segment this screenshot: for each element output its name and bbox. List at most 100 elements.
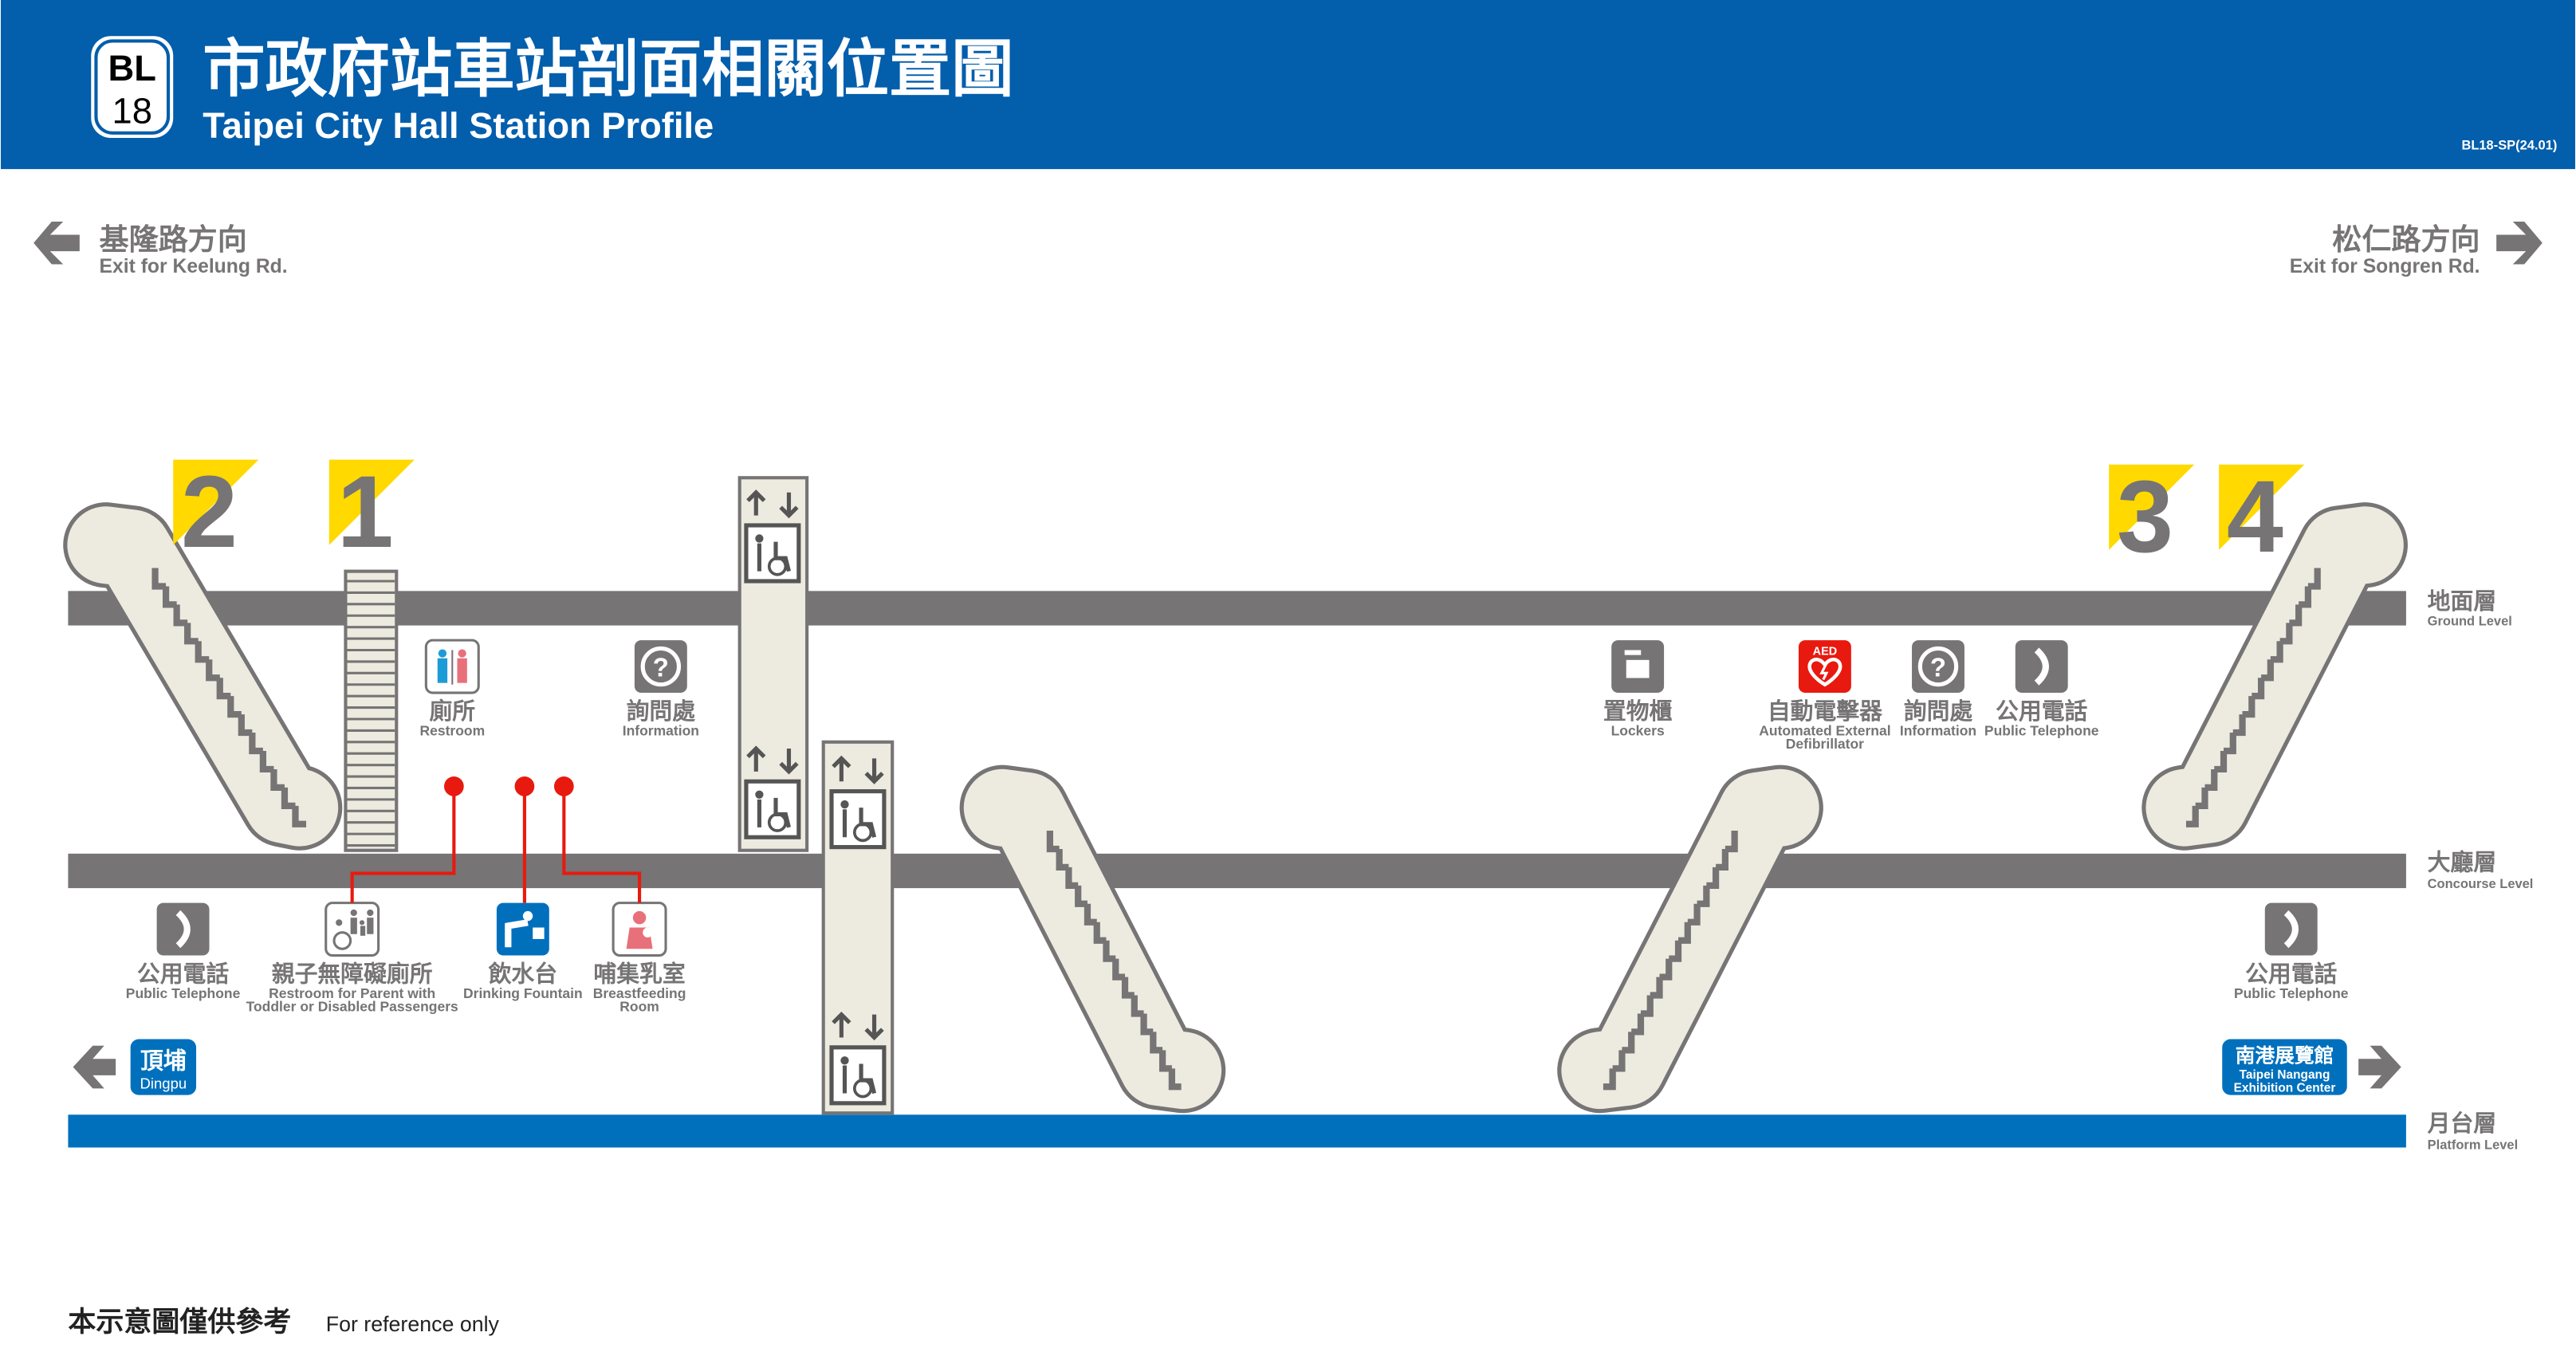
doc-code: BL18-SP(24.01) — [2461, 138, 2557, 152]
line-badge: BL 18 — [91, 36, 174, 138]
elevator-icon — [744, 745, 801, 839]
aed-icon-text: AED — [1813, 646, 1837, 658]
exit-number-1: 1 — [328, 455, 415, 569]
exit-number-2: 2 — [173, 455, 259, 569]
level-ground-zh: 地面層 — [2428, 588, 2497, 615]
information-icon: ? — [1912, 640, 1964, 694]
facility-label-zh: 公用電話 — [1996, 698, 2087, 725]
facility-label-en: Information — [1900, 723, 1976, 739]
facility-label-zh: 詢問處 — [627, 698, 696, 725]
facility-connectors — [350, 776, 642, 903]
escalator — [2141, 502, 2408, 851]
telephone-icon — [2264, 902, 2318, 956]
page-subtitle: Taipei City Hall Station Profile — [203, 105, 714, 146]
nangang-en: Taipei Nangang — [2240, 1068, 2330, 1082]
exit-left-en: Exit for Keelung Rd. — [100, 256, 288, 277]
facility-label-zh: 公用電話 — [2245, 960, 2337, 987]
platform-direction-left: 頂埔 Dingpu — [73, 1039, 197, 1095]
level-concourse-zh: 大廳層 — [2428, 848, 2497, 875]
facility-label-en: Restroom — [419, 723, 485, 739]
level-labels: 地面層 Ground Level 大廳層 Concourse Level 月台層… — [2428, 588, 2534, 1153]
exit-number-4: 4 — [2219, 460, 2305, 574]
platform-level-bar — [68, 1114, 2406, 1148]
dingpu-en: Dingpu — [140, 1075, 187, 1091]
up-down-arrows-icon — [832, 755, 884, 784]
facility-label-zh: 公用電話 — [137, 960, 229, 987]
escalator — [1557, 764, 1823, 1114]
arrow-right-icon — [2358, 1045, 2401, 1089]
disclaimer-zh: 本示意圖僅供參考 — [68, 1307, 291, 1338]
facility-label-en: Automated External — [1759, 723, 1890, 739]
exit-left-zh: 基隆路方向 — [100, 222, 247, 257]
facility-label-en: Information — [623, 723, 699, 739]
facility-label-en: Breastfeeding — [593, 985, 686, 1001]
breastfeeding-icon — [612, 902, 667, 957]
facility-label-zh: 哺集乳室 — [593, 960, 685, 987]
svg-text:?: ? — [653, 652, 669, 682]
level-platform-en: Platform Level — [2428, 1138, 2519, 1153]
exit-direction-left: 基隆路方向 Exit for Keelung Rd. — [33, 222, 288, 277]
facility-label-zh: 廁所 — [429, 698, 475, 725]
up-down-arrows-icon — [746, 489, 799, 519]
facility-label-en: Lockers — [1611, 723, 1665, 739]
arrow-right-icon — [2496, 222, 2543, 265]
level-platform-zh: 月台層 — [2428, 1110, 2497, 1137]
exit-number-label: 2 — [181, 455, 238, 569]
exit-number-label: 4 — [2227, 460, 2283, 574]
facility-label-zh: 飲水台 — [488, 960, 558, 987]
telephone-icon — [156, 902, 210, 956]
facility-label-en2: Toddler or Disabled Passengers — [246, 999, 458, 1015]
level-ground-en: Ground Level — [2428, 615, 2512, 629]
locker-icon — [1611, 640, 1665, 694]
exit-number-3: 3 — [2109, 460, 2195, 574]
facility-label-zh: 親子無障礙廁所 — [272, 960, 433, 987]
station-number: 18 — [112, 90, 152, 131]
escalator — [959, 764, 1226, 1114]
family-restroom-icon — [324, 902, 380, 957]
aed-icon: AED — [1798, 640, 1851, 694]
ground-level-bar — [68, 591, 2406, 626]
connector-dot — [514, 776, 535, 796]
exit-number-label: 3 — [2117, 460, 2173, 574]
telephone-icon — [2015, 640, 2068, 694]
platform-direction-right: 南港展覽館 Taipei Nangang Exhibition Center — [2222, 1039, 2401, 1095]
exit-right-zh: 松仁路方向 — [2332, 222, 2480, 257]
disclaimer-en: For reference only — [326, 1312, 500, 1336]
svg-text:?: ? — [1930, 652, 1946, 682]
up-down-arrows-icon — [746, 745, 799, 775]
page-title: 市政府站車站剖面相關位置圖 — [203, 33, 1013, 105]
facility-label-en: Drinking Fountain — [463, 985, 583, 1001]
header-bar — [0, 0, 2576, 170]
connector-dot — [553, 776, 574, 796]
exit-right-en: Exit for Songren Rd. — [2290, 256, 2480, 277]
elevator-icon — [829, 1012, 887, 1106]
facility-label-en: Public Telephone — [2234, 985, 2349, 1001]
facility-label-en: Public Telephone — [1984, 723, 2099, 739]
exit-number-label: 1 — [337, 455, 394, 569]
exit-direction-right: 松仁路方向 Exit for Songren Rd. — [2290, 222, 2543, 277]
facility-label-zh: 詢問處 — [1904, 698, 1973, 725]
facility-label-en2: Room — [619, 999, 659, 1015]
escalator — [63, 502, 343, 851]
level-concourse-en: Concourse Level — [2428, 877, 2534, 891]
facility-label-zh: 自動電擊器 — [1768, 698, 1883, 725]
elevator-icon — [829, 755, 887, 850]
restroom-icon — [424, 639, 480, 694]
arrow-left-icon — [33, 222, 80, 265]
nangang-en2: Exhibition Center — [2234, 1081, 2336, 1095]
stairs — [344, 569, 399, 852]
facility-label-en2: Defibrillator — [1786, 736, 1864, 752]
facility-label-zh: 置物櫃 — [1603, 698, 1673, 725]
arrow-left-icon — [73, 1045, 116, 1089]
